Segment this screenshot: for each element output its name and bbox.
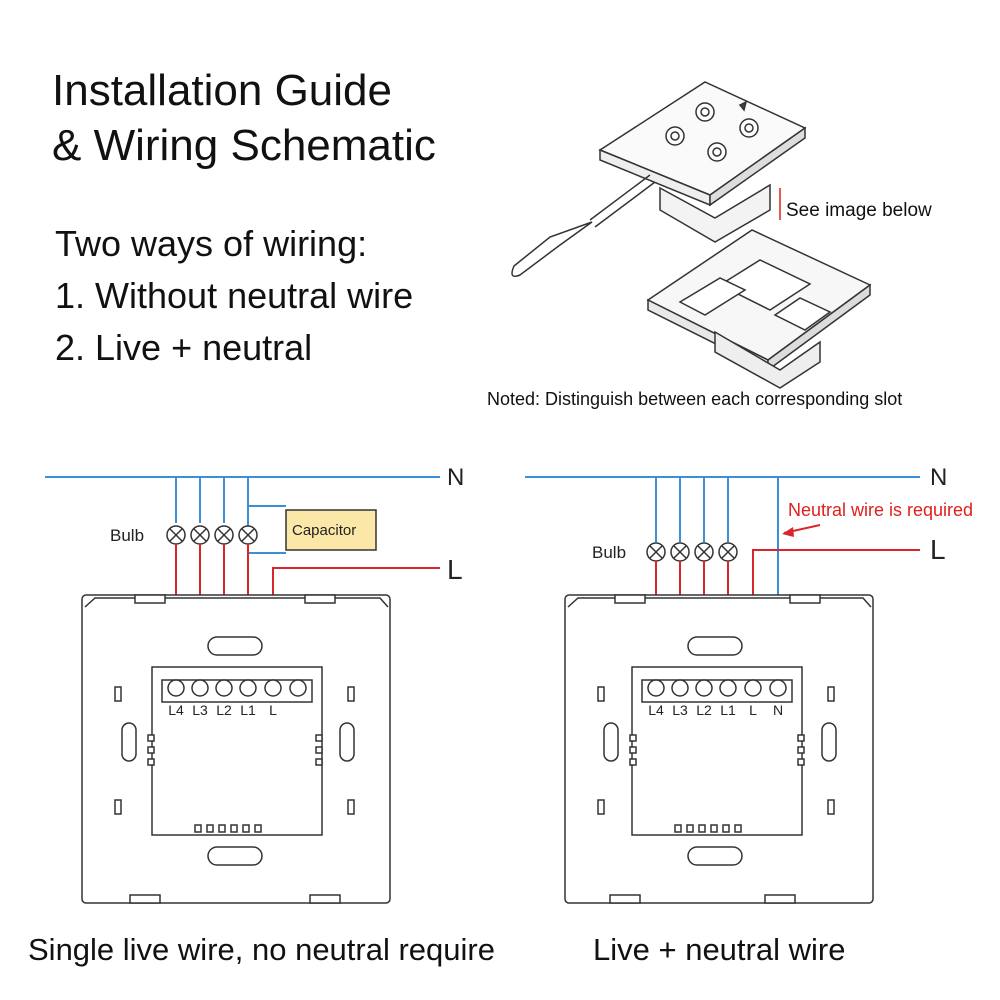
bulb-icon [166,525,186,545]
right-bulb-label: Bulb [592,543,626,562]
switch-exploded-illustration [511,81,872,389]
right-switch-backplate [564,594,874,904]
bulb-icon [694,542,714,562]
terminal-label-l3: L3 [672,702,688,718]
left-caption: Single live wire, no neutral require [28,932,495,967]
terminal-label-l4: L4 [168,702,184,718]
see-image-below-label: See image below [786,200,932,221]
terminal-label-l: L [269,702,277,718]
back-base-illustration [646,229,872,389]
capacitor-box [285,509,377,551]
slot-note: Noted: Distinguish between each correspo… [487,389,903,409]
screwdriver-illustration [511,174,656,278]
bulb-icon [646,542,666,562]
terminal-label-l3: L3 [192,702,208,718]
right-bulbs [646,542,738,562]
neutral-required-note: Neutral wire is required [788,500,973,520]
left-bulbs [166,525,258,545]
terminal-label-l: L [749,702,757,718]
terminal-label-n: N [773,702,783,718]
right-caption: Live + neutral wire [593,932,846,967]
wiring-way-2: 2. Live + neutral [55,327,313,368]
touch-panel-illustration [598,81,807,243]
bulb-icon [238,525,258,545]
right-n-label: N [930,464,947,491]
bulb-icon [190,525,210,545]
left-switch-backplate [81,594,391,904]
left-bulb-label: Bulb [110,526,144,545]
wiring-way-1: 1. Without neutral wire [55,275,414,316]
page-title-line1: Installation Guide [52,66,392,115]
terminal-label-l1: L1 [720,702,736,718]
bulb-icon [214,525,234,545]
bulb-icon [670,542,690,562]
left-terminals [167,679,307,697]
terminal-label-l2: L2 [696,702,712,718]
right-terminals [647,679,787,697]
left-wiring-diagram: L4 L3 L2 L1 L Bulb Capacitor N L [45,464,464,904]
page-title-line2: & Wiring Schematic [52,121,436,170]
left-n-label: N [447,464,464,491]
right-l-label: L [930,534,946,565]
terminal-label-l4: L4 [648,702,664,718]
terminal-label-l2: L2 [216,702,232,718]
left-l-label: L [447,554,463,585]
right-wiring-diagram: L4 L3 L2 L1 L N Bulb Neutral wire is req… [525,464,973,904]
terminal-label-l1: L1 [240,702,256,718]
bulb-icon [718,542,738,562]
wiring-heading: Two ways of wiring: [55,223,368,264]
capacitor-label: Capacitor [292,522,356,539]
